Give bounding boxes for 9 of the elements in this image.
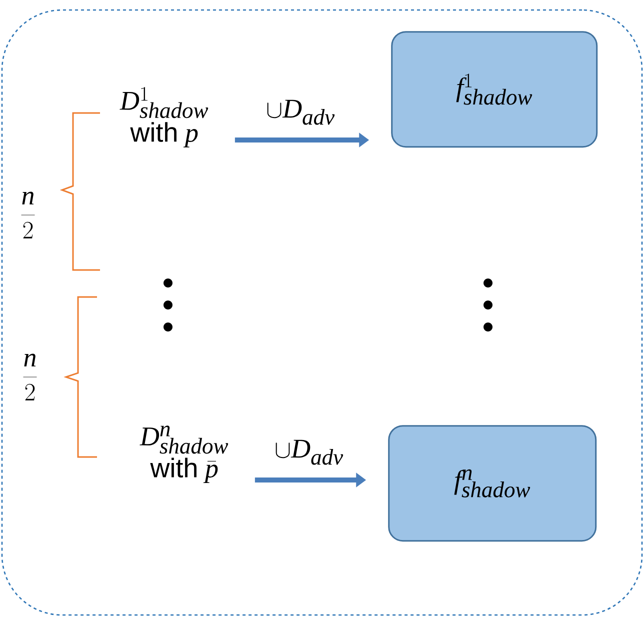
- fraction-label: $\frac{n}{2}$: [23, 354, 37, 400]
- model-box: $f^{1}_{shadow}$: [391, 31, 598, 148]
- edge-label: $\cup D_{adv}$: [267, 100, 335, 125]
- dataset-label: $D^{n}_{shadow}$ $\textsf{with}\ \bar{p}$: [140, 426, 228, 484]
- model-box: $f^{n}_{shadow}$: [388, 425, 597, 542]
- dataset-label: $D^{1}_{shadow}$ $\textsf{with}\ p$: [120, 86, 208, 148]
- fraction-label: $\frac{n}{2}$: [21, 192, 35, 238]
- edge-label: $\cup D_{adv}$: [276, 440, 344, 465]
- dashed-frame: [1, 9, 643, 616]
